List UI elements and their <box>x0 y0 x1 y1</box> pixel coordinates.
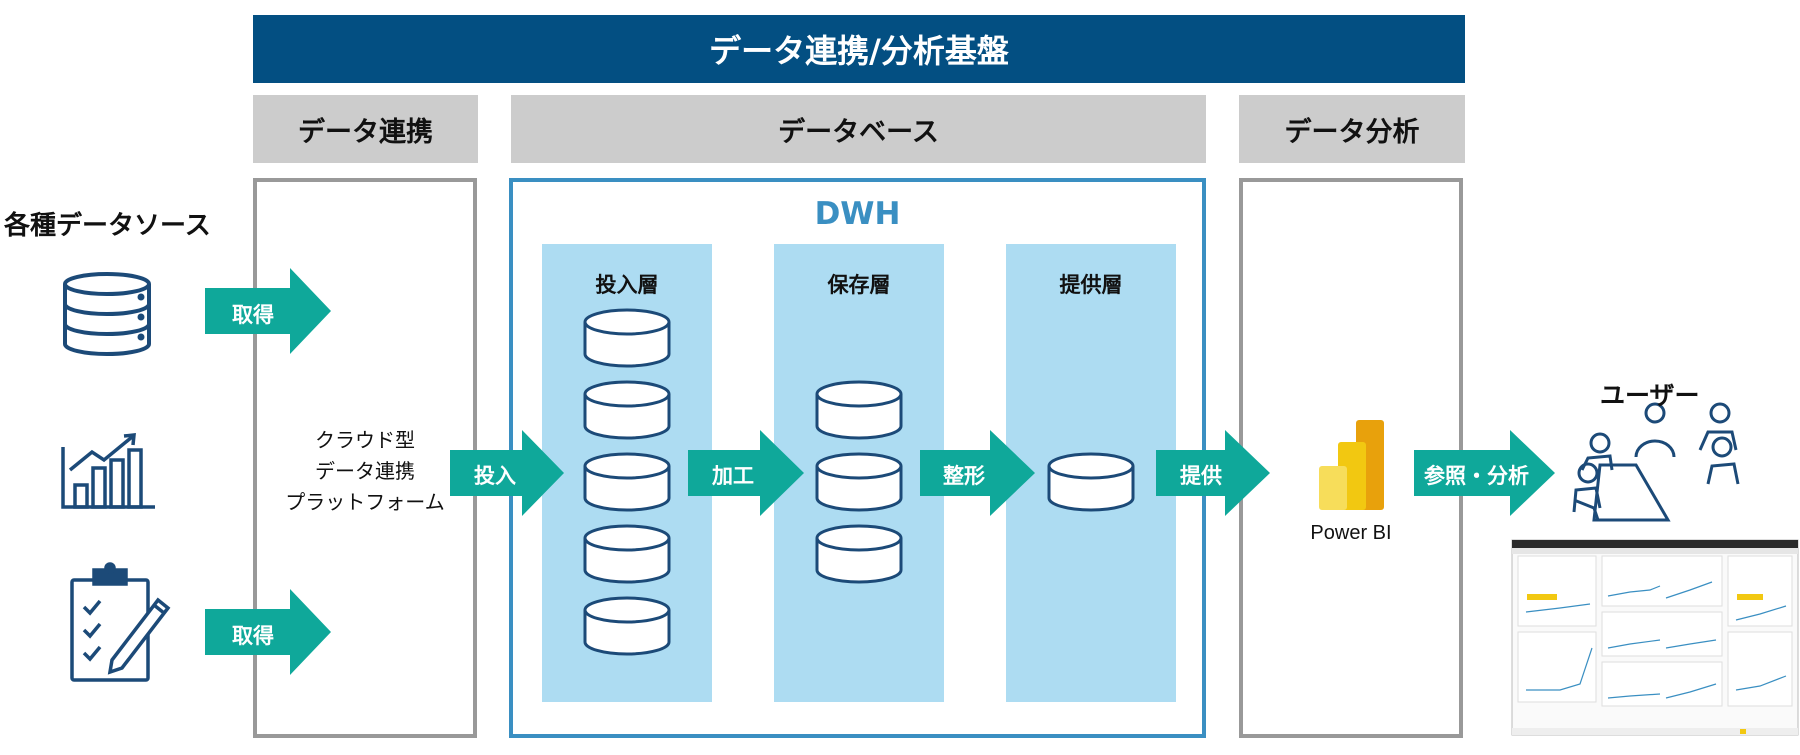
arrow-input <box>450 430 564 516</box>
input-layer-cylinders <box>583 308 671 656</box>
arrow-process-label: 加工 <box>712 464 754 488</box>
arrow-provide <box>1156 430 1270 516</box>
platform-banner: データ連携/分析基盤 <box>253 15 1465 83</box>
database-cylinder-icon <box>1047 452 1135 512</box>
database-cylinder-icon <box>583 380 671 440</box>
layer-provide-title: 提供層 <box>1059 273 1123 297</box>
header-data-analysis: データ分析 <box>1239 95 1465 163</box>
header-analysis-label: データ分析 <box>1284 116 1420 148</box>
arrow-process <box>688 430 804 516</box>
cloud-platform-text: クラウド型 データ連携 プラットフォーム <box>253 425 477 518</box>
arrow-shape <box>920 430 1035 516</box>
database-cylinder-icon <box>583 596 671 656</box>
layer-storage-title: 保存層 <box>827 273 891 297</box>
arrow-input-label: 投入 <box>474 464 516 488</box>
arrow-acquire-top-label: 取得 <box>232 303 274 327</box>
clipboard-checklist-icon <box>70 562 171 682</box>
bar-chart-icon <box>61 433 155 509</box>
header-data-integration: データ連携 <box>253 95 478 163</box>
layer-input-title: 投入層 <box>595 273 659 297</box>
powerbi-logo-icon <box>1319 420 1384 510</box>
arrow-reference-label: 参照・分析 <box>1424 464 1529 488</box>
cloud-platform-line2: データ連携 <box>315 459 415 483</box>
arrow-provide-label: 提供 <box>1180 464 1222 488</box>
data-sources-label: 各種データソース <box>4 211 211 241</box>
database-cylinder-icon <box>815 380 903 440</box>
arrow-acquire-top <box>205 268 331 354</box>
arrow-shape-label: 整形 <box>943 464 985 488</box>
database-cylinder-icon <box>815 524 903 584</box>
storage-layer-cylinders <box>815 380 903 584</box>
header-database: データベース <box>511 95 1206 163</box>
database-cylinder-icon <box>583 308 671 368</box>
cloud-platform-line1: クラウド型 <box>315 428 415 452</box>
arrow-reference <box>1414 430 1555 516</box>
database-stack-icon <box>63 272 151 356</box>
users-meeting-icon <box>1572 402 1740 522</box>
dwh-title: DWH <box>814 196 901 232</box>
header-integration-label: データ連携 <box>298 116 433 148</box>
cloud-platform-line3: プラットフォーム <box>285 490 445 514</box>
header-database-label: データベース <box>778 116 939 148</box>
arrow-acquire-bottom-label: 取得 <box>232 624 274 648</box>
database-cylinder-icon <box>583 524 671 584</box>
arrow-acquire-bottom <box>205 589 331 675</box>
provide-layer-cylinders <box>1047 452 1135 512</box>
users-label: ユーザー <box>1600 381 1700 410</box>
dashboard-screenshot <box>1511 539 1799 736</box>
database-cylinder-icon <box>583 452 671 512</box>
database-cylinder-icon <box>815 452 903 512</box>
powerbi-label: Power BI <box>1310 522 1392 544</box>
platform-title: データ連携/分析基盤 <box>709 32 1009 70</box>
